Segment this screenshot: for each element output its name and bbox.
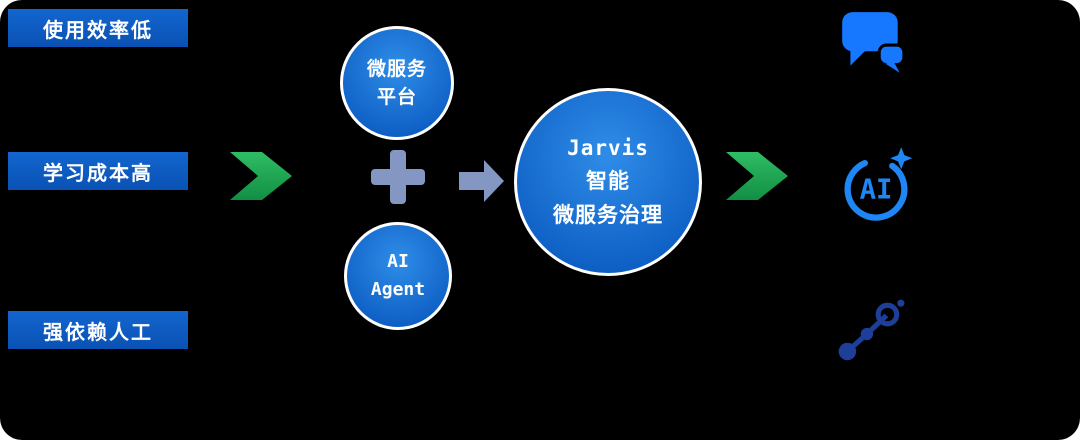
chevron-right-arrow-icon	[230, 152, 292, 200]
plus-icon	[371, 150, 425, 204]
pain-point-box-manual: 强依赖人工	[8, 311, 188, 349]
chevron-right-arrow-icon	[726, 152, 788, 200]
block-arrow-right-icon	[459, 160, 504, 202]
component-circle-platform: 微服务 平台	[340, 26, 454, 140]
result-circle-jarvis: Jarvis 智能 微服务治理	[514, 88, 702, 276]
component-circle-ai-agent: AI Agent	[344, 222, 452, 330]
network-nodes-icon	[838, 299, 905, 361]
pain-point-label: 学习成本高	[43, 160, 153, 185]
pain-point-label: 强依赖人工	[43, 319, 153, 344]
chat-bubbles-icon	[842, 12, 906, 73]
pain-point-box-usage: 使用效率低	[8, 9, 188, 47]
pain-point-label: 使用效率低	[43, 17, 153, 42]
pain-point-box-learning: 学习成本高	[8, 152, 188, 190]
ai-badge-label: AI	[860, 175, 893, 206]
ai-badge-icon: AI	[844, 147, 913, 221]
